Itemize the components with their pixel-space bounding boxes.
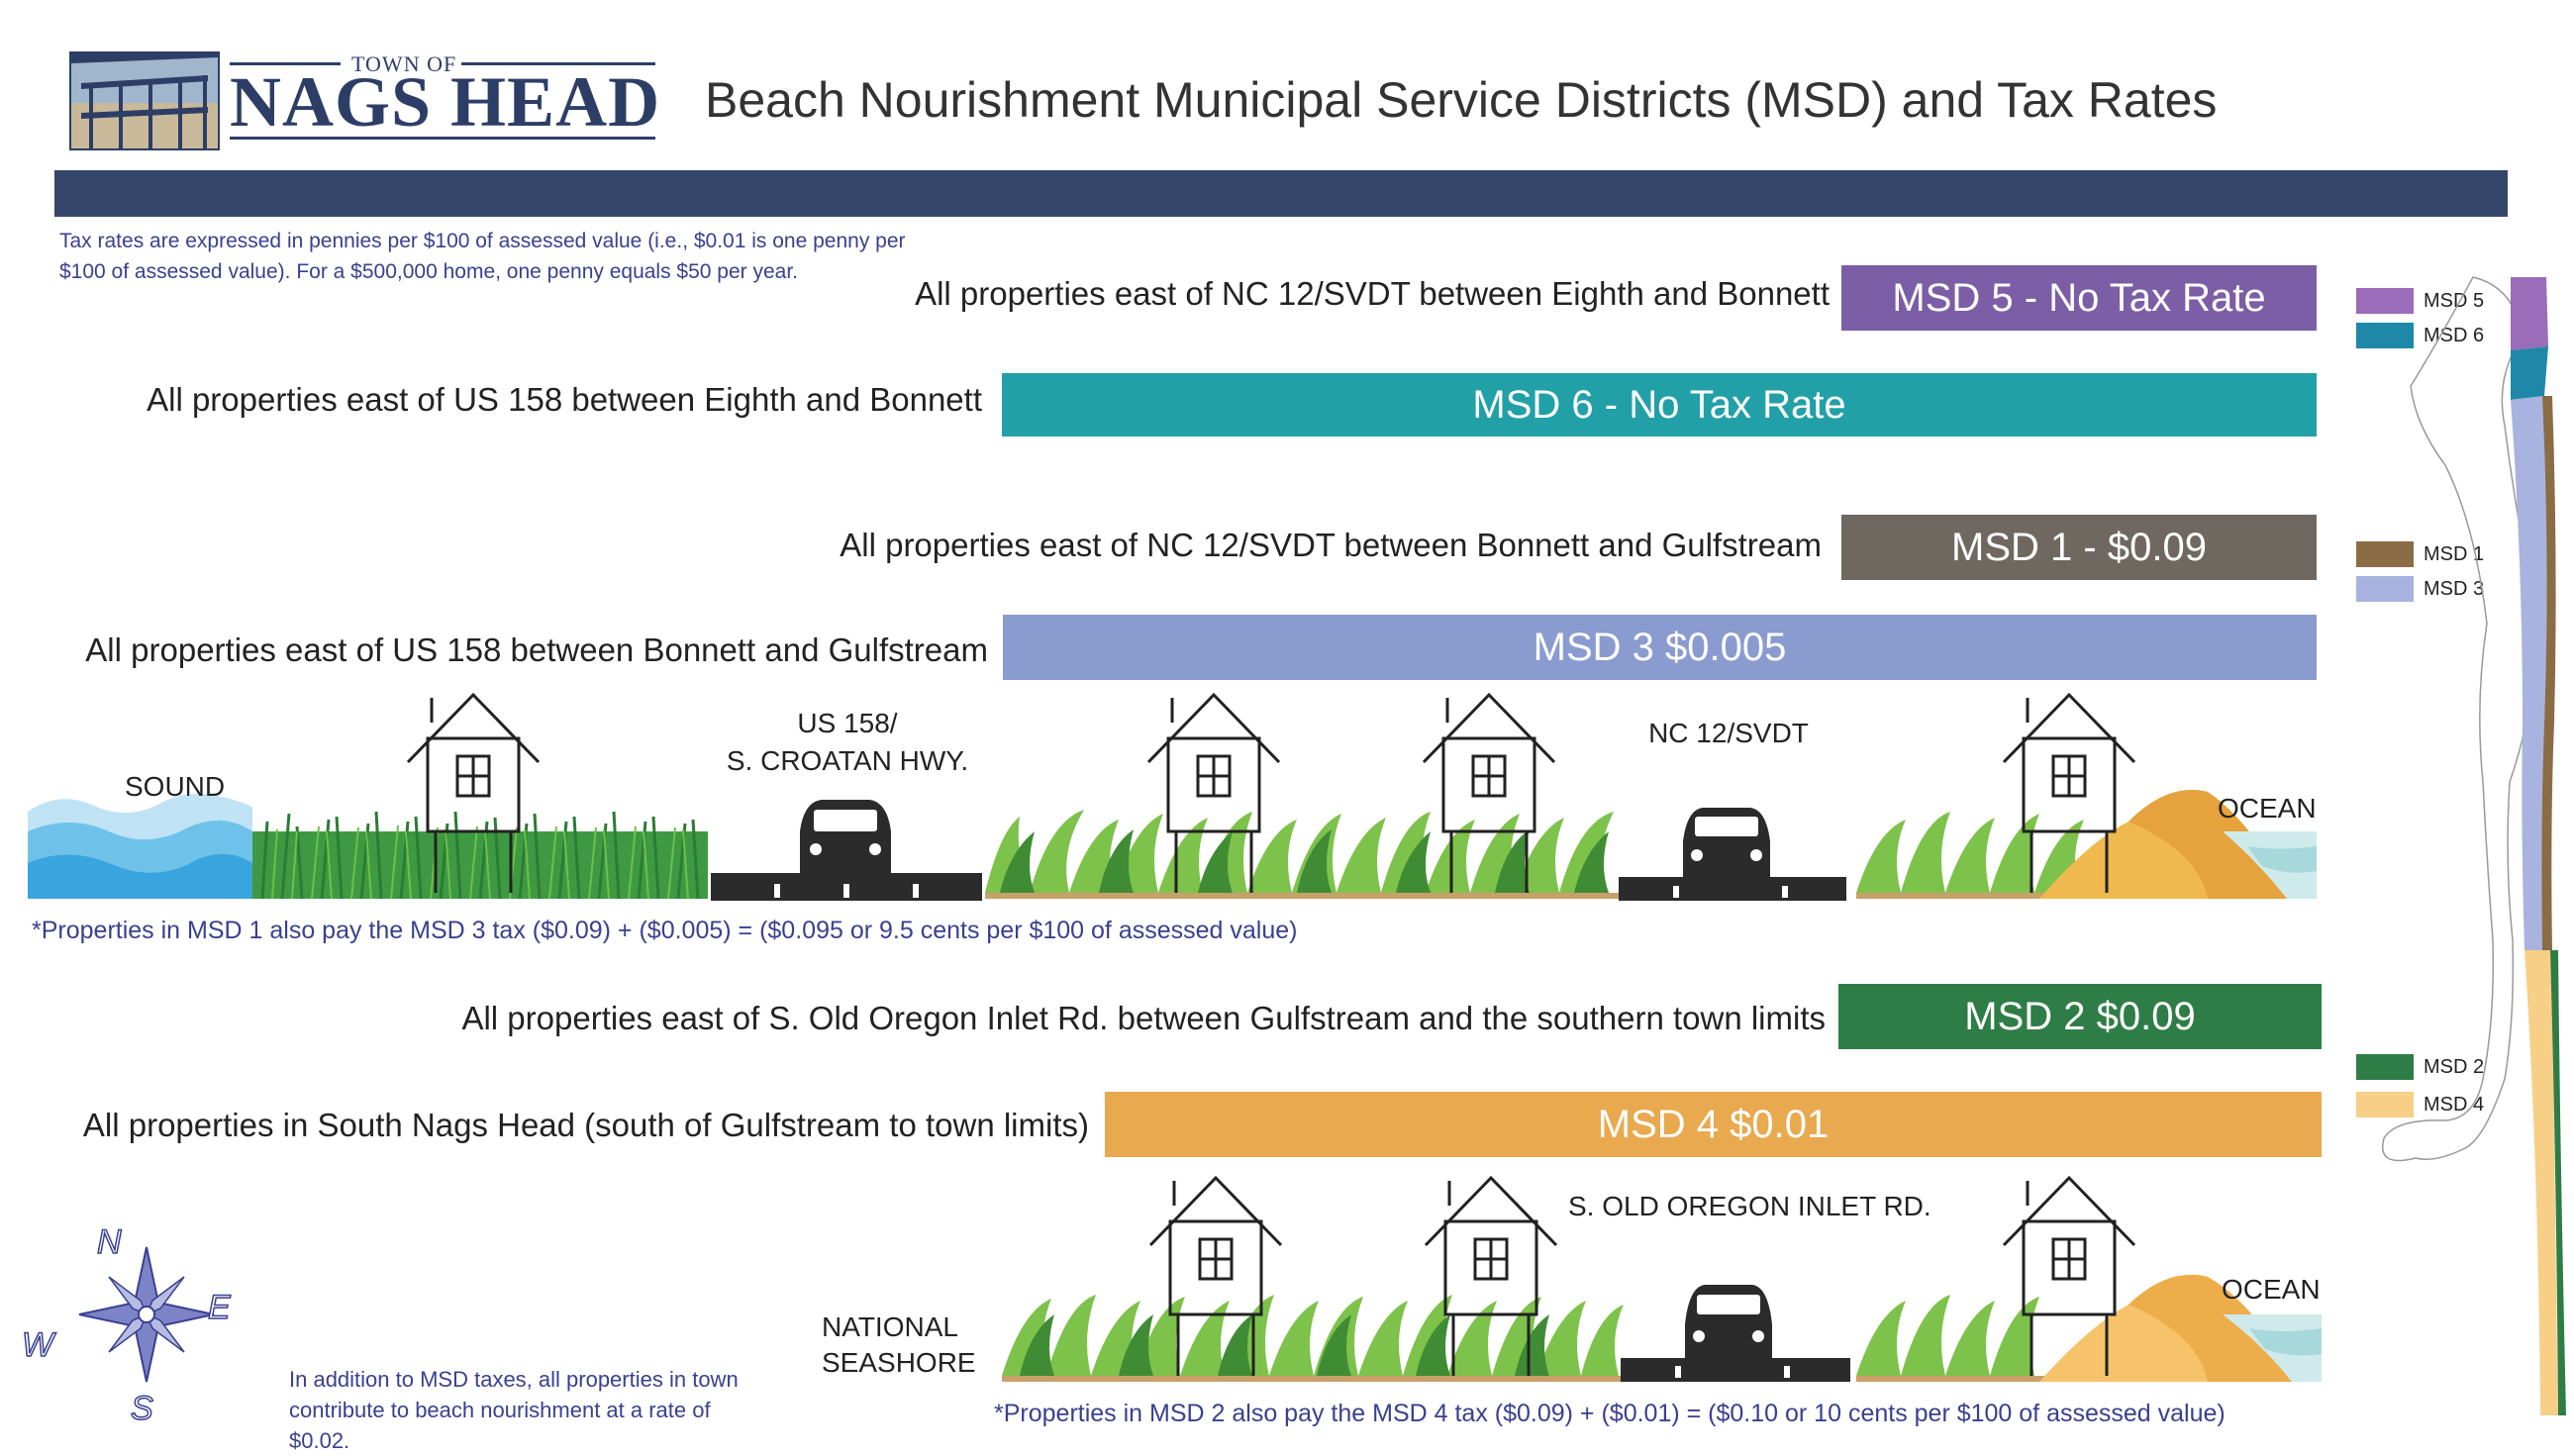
intro-note: Tax rates are expressed in pennies per $… bbox=[59, 230, 906, 283]
nc12-label: NC 12/SVDT bbox=[1648, 718, 1809, 748]
legend-swatch-msd4 bbox=[2356, 1092, 2414, 1117]
house-icon bbox=[1422, 692, 1556, 893]
msd1-description: All properties east of NC 12/SVDT betwee… bbox=[840, 527, 1822, 563]
us158-label-line1: US 158/ bbox=[797, 708, 898, 738]
legend-swatch-msd1 bbox=[2356, 541, 2414, 567]
legend-label-msd1: MSD 1 bbox=[2424, 543, 2485, 565]
logo-nags-head: NAGS HEAD bbox=[230, 62, 661, 142]
legend-swatch-msd3 bbox=[2356, 576, 2414, 602]
msd1-footnote: *Properties in MSD 1 also pay the MSD 3 … bbox=[32, 917, 1298, 944]
house-icon bbox=[1424, 1175, 1558, 1376]
marsh-grass bbox=[252, 811, 708, 900]
msd3-description: All properties east of US 158 between Bo… bbox=[85, 631, 988, 668]
header-banner bbox=[54, 170, 2508, 217]
legend-swatch-msd5 bbox=[2356, 288, 2414, 314]
top-cross-section-illustration bbox=[28, 692, 2317, 901]
msd5-description: All properties east of NC 12/SVDT betwee… bbox=[915, 275, 1830, 312]
compass-e: E bbox=[207, 1288, 231, 1327]
ocean-label-top: OCEAN bbox=[2218, 793, 2317, 824]
old-oregon-inlet-road bbox=[1621, 1358, 1850, 1382]
legend-label-msd2: MSD 2 bbox=[2424, 1056, 2485, 1078]
msd2-description: All properties east of S. Old Oregon Inl… bbox=[461, 1000, 1826, 1036]
coastline-map bbox=[2382, 276, 2566, 1415]
us158-label-line2: S. CROATAN HWY. bbox=[726, 745, 969, 776]
house-icon bbox=[2002, 1175, 2136, 1376]
seashore-label-line2: SEASHORE bbox=[822, 1347, 976, 1378]
house-icon bbox=[406, 692, 541, 893]
msd3-bar: MSD 3 $0.005 bbox=[1003, 615, 2317, 680]
legend-label-msd3: MSD 3 bbox=[2424, 578, 2485, 600]
msd1-bar: MSD 1 - $0.09 bbox=[1841, 515, 2317, 580]
dune-grass-right bbox=[1856, 1295, 2104, 1382]
house-icon bbox=[1146, 692, 1281, 893]
dune-grass-dark bbox=[1020, 1314, 1549, 1376]
car-icon bbox=[1683, 808, 1770, 877]
nc12-road bbox=[1619, 877, 1846, 901]
seashore-label-line1: NATIONAL bbox=[822, 1311, 958, 1342]
car-icon bbox=[1685, 1285, 1772, 1358]
msd2-footnote: *Properties in MSD 2 also pay the MSD 4 … bbox=[994, 1400, 2226, 1427]
msd2-bar: MSD 2 $0.09 bbox=[1838, 984, 2322, 1049]
legend-label-msd6: MSD 6 bbox=[2424, 325, 2485, 346]
legend-swatch-msd6 bbox=[2356, 323, 2414, 348]
msd6-bar: MSD 6 - No Tax Rate bbox=[1002, 373, 2317, 437]
page-title: Beach Nourishment Municipal Service Dist… bbox=[705, 72, 2218, 128]
compass-rose-icon bbox=[78, 1246, 215, 1383]
us158-road bbox=[711, 873, 982, 901]
logo-rule-bottom bbox=[230, 137, 655, 140]
house-icon bbox=[2002, 692, 2136, 893]
sound-water bbox=[28, 794, 252, 899]
compass-w: W bbox=[21, 1325, 54, 1365]
legend-swatch-msd2 bbox=[2356, 1054, 2414, 1080]
house-icon bbox=[1148, 1175, 1283, 1376]
car-icon bbox=[800, 800, 891, 873]
legend-label-msd5: MSD 5 bbox=[2424, 290, 2485, 312]
ocean-water bbox=[2223, 831, 2317, 899]
compass-n: N bbox=[96, 1222, 122, 1262]
footer-note: In addition to MSD taxes, all properties… bbox=[289, 1367, 739, 1453]
ocean-water bbox=[2223, 1314, 2322, 1382]
msd5-bar: MSD 5 - No Tax Rate bbox=[1841, 265, 2317, 331]
sound-label: SOUND bbox=[125, 771, 226, 802]
msd4-bar: MSD 4 $0.01 bbox=[1105, 1092, 2322, 1157]
compass-s: S bbox=[130, 1389, 153, 1428]
dune-grass-dark bbox=[1000, 829, 1609, 893]
msd6-description: All properties east of US 158 between Ei… bbox=[147, 381, 982, 418]
msd4-description: All properties in South Nags Head (south… bbox=[82, 1107, 1089, 1143]
bottom-cross-section-illustration bbox=[1002, 1175, 2322, 1382]
logo-image bbox=[69, 51, 220, 150]
logo-town-of: TOWN OF bbox=[351, 51, 457, 76]
sand-dune bbox=[2039, 790, 2297, 899]
logo-rule-top-right bbox=[461, 62, 655, 65]
old-oregon-inlet-road-label: S. OLD OREGON INLET RD. bbox=[1568, 1191, 1931, 1221]
logo-rule-top-left bbox=[230, 62, 341, 65]
ocean-label-bottom: OCEAN bbox=[2222, 1274, 2321, 1305]
